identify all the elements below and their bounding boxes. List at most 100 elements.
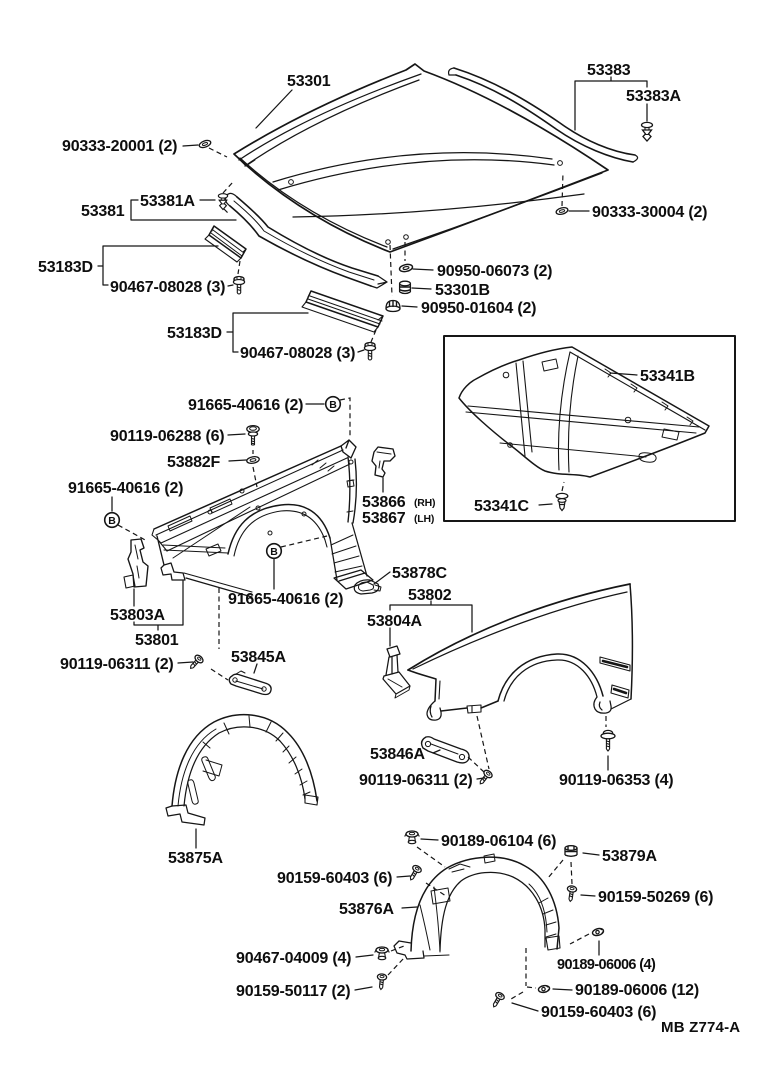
hood-rear-lip-1 [238,73,422,161]
dash-53381a-down [223,208,231,216]
pad-53878c [353,579,380,595]
apron-pillar-l [347,456,351,523]
callout-53381: 53381 [81,203,125,220]
liner2-clip-tab [483,853,496,864]
dash-50117-liner [387,957,405,976]
fender-front-foot [426,700,442,721]
leader-53878c [373,571,391,585]
dash-53879a-screw [570,861,573,885]
insulator-box [443,335,736,522]
callout-90950-01604: 90950-01604 (2) [421,300,536,317]
apron-foot [333,569,374,590]
pad-53878c-inner [358,581,375,592]
leader-90159-60403-2 [511,1002,539,1012]
clip-90189-06006-4-icon [591,926,605,938]
callout-90159-50269: 90159-50269 (6) [598,889,713,906]
bracket-53866-line [376,451,392,469]
apron-stay-rung1 [330,534,354,546]
apron-stay-rung2 [331,545,357,555]
callout-90333-20001: 90333-20001 (2) [62,138,177,155]
grommet-53879a-icon [564,845,578,857]
fender-arch-inner [503,659,598,702]
liner2-foot-r [545,935,561,951]
callout-90159-50117: 90159-50117 (2) [236,983,350,1000]
leader-90189-06006-12 [552,988,573,991]
callout-53301: 53301 [287,73,331,90]
hood-left-edge-inner [239,157,388,248]
hood-hole-3 [403,234,409,240]
liner1-hatch [282,745,311,796]
callout-90159-60403-1: 90159-60403 (6) [277,870,392,887]
marker-b1: B [324,395,342,413]
callout-90467-04009: 90467-04009 (4) [236,950,351,967]
apron-hole-6 [301,511,307,517]
marker-b3: B [265,542,283,560]
liner1-foot [165,804,206,826]
liner2-fold2 [433,886,441,953]
callout-90159-60403-2: 90159-60403 (6) [541,1004,656,1021]
callout-53867: 53867 [362,510,406,527]
dash-b3 [280,535,328,548]
callout-labels: 53301 53383 53383A 90333-20001 (2) 53381… [38,62,740,1036]
hood-front-edge-inner [392,172,603,250]
callout-91665-40616-2: 91665-40616 (2) [68,480,183,497]
leader-53882f [228,459,247,462]
liner1-inner [183,726,306,807]
fender-lower-rear [610,698,632,710]
liner2-foot [393,940,425,960]
callout-53866: 53866 [362,494,406,511]
insulator-hole-r1 [541,358,559,372]
clip-53381a-icon [217,193,229,211]
moulding2-line1 [309,295,383,322]
insulator-clipmark-4 [686,416,694,426]
bracket-53846a-hole-2 [458,753,466,761]
apron-panel-hole [205,543,222,557]
leader-90119-06311-1 [177,661,194,664]
bracket-53866 [371,446,396,478]
bracket-53845a-hole-1 [232,677,238,683]
insulator-clipmark-3 [661,401,669,411]
apron-rail-l3 [160,457,348,544]
apron-hole-2 [207,509,213,515]
bracket-53804a-foot [382,671,411,695]
insulator-rib-v1 [557,351,571,471]
apron-rail-slot2 [209,498,233,514]
leader-53876a [401,906,418,909]
insulator-hole-2 [624,416,632,424]
apron-hole-3 [348,459,354,465]
leader-53845a [253,663,258,674]
callout-figure-code: MB Z774-A [661,1019,740,1036]
hood-corner-fold [233,153,256,167]
callout-53846A: 53846A [370,746,425,763]
callout-90119-06311-2: 90119-06311 (2) [359,772,473,789]
dash-46a-06311 [467,756,485,773]
callout-53878C: 53878C [392,565,447,582]
bracket-53845a [228,673,272,696]
callout-53383: 53383 [587,62,631,79]
liner1-slot1 [187,779,199,805]
clip-90189-06104-icon [404,830,420,845]
moulding2-cap [307,290,384,321]
apron-pillar-r [352,458,358,524]
dash-06311-45a [210,668,229,681]
liner2-hatch [538,897,557,938]
hood-front-crease [292,193,585,218]
dash-04009-liner [390,945,405,952]
callout-53341C: 53341C [474,498,529,515]
leader-90159-50269 [580,894,596,897]
callout-53381A: 53381A [140,193,195,210]
insulator-rib-h3 [499,442,647,458]
apron-panel-sill2 [162,544,226,549]
hood-crease-2 [277,159,555,191]
clip-90189-06006-12-icon [537,984,551,994]
screw-90159-60403-2-icon [489,990,507,1010]
dash-moulding1-bolt [237,260,241,275]
dash-long-clip12 [526,986,537,989]
dash-moulding2-bolt [370,329,377,343]
bracket-53801 [133,580,184,631]
callout-90467-08028-2: 90467-08028 (3) [240,345,355,362]
bracket-53804a-cap [386,645,401,658]
nut-90950-01604-icon [385,299,401,313]
liner1-base-r [304,794,319,806]
